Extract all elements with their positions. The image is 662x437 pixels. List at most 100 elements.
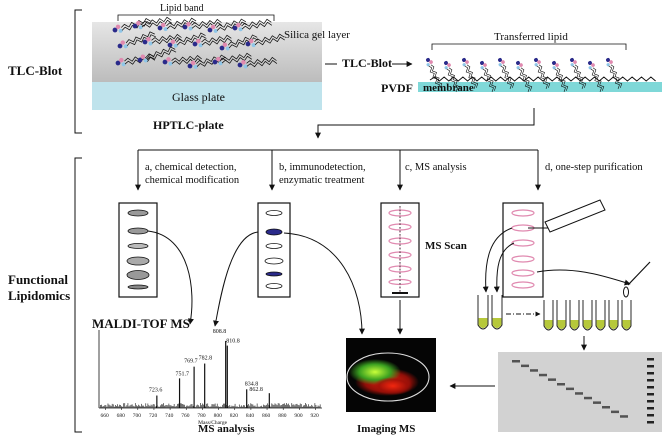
test-tubes-left	[477, 295, 503, 330]
gel-marker-band	[647, 414, 654, 417]
strip-c-ms-scan	[380, 202, 420, 298]
branch-b-label-line2: enzymatic treatment	[279, 175, 364, 186]
lipid-molecule	[498, 58, 515, 89]
x-tick-label: 760	[181, 413, 190, 419]
lipid-molecule	[212, 52, 253, 66]
strip-b-immunodetection	[257, 202, 291, 298]
gel-band	[575, 392, 583, 395]
peak-label: 810.8	[226, 339, 240, 345]
tlc-blot-arrow-label: TLC-Blot	[342, 56, 392, 70]
gel-band	[521, 364, 529, 368]
gel-band	[557, 383, 565, 386]
lipid-molecule	[157, 17, 197, 32]
test-tube	[621, 300, 632, 331]
pipette-icon	[623, 261, 651, 298]
gel-band	[548, 378, 556, 381]
x-tick-label: 780	[197, 413, 206, 419]
test-tube	[595, 300, 606, 331]
lipid-molecule	[588, 61, 605, 92]
x-tick-label: 660	[100, 413, 109, 419]
gel-band	[593, 401, 601, 404]
x-tick-label: 900	[294, 413, 303, 419]
lipid-molecule	[132, 16, 173, 30]
distribution-lines	[135, 108, 541, 191]
hptlc-plate-illustration	[92, 16, 322, 110]
lipid-molecule	[187, 54, 227, 69]
ms-analysis-label: MS analysis	[198, 423, 255, 435]
gel-marker-band	[647, 372, 654, 375]
x-tick-label: 840	[246, 413, 255, 419]
section-label-lipidomics: Lipidomics	[8, 288, 70, 303]
gel-marker-band	[647, 358, 654, 361]
glass-plate	[92, 82, 322, 110]
branch-b-label-line1: b, immunodetection,	[279, 162, 366, 173]
lipid-molecule	[606, 58, 623, 89]
pvdf-membrane	[418, 82, 662, 92]
membrane-label: membrane	[423, 82, 474, 94]
x-tick-label: 920	[311, 413, 320, 419]
x-tick-label: 740	[165, 413, 174, 419]
imaging-ms-image	[346, 338, 436, 412]
strip-d-purification	[502, 202, 544, 298]
test-tube	[582, 300, 593, 331]
lipid-molecule	[167, 32, 207, 48]
x-tick-label: 700	[133, 413, 142, 419]
gel-band	[566, 387, 574, 391]
silica-gel-layer-label: Silica gel layer	[284, 29, 350, 41]
lipid-band-bracket	[117, 14, 275, 21]
x-tick-label: 860	[262, 413, 271, 419]
branch-a-label-line2: chemical modification	[145, 175, 240, 186]
spatula-icon	[528, 199, 606, 233]
gel-marker-band	[647, 365, 654, 368]
lipid-molecule	[516, 61, 533, 92]
lipid-molecule	[207, 18, 247, 33]
imaging-ms-label: Imaging MS	[357, 423, 415, 435]
gel-marker-band	[647, 407, 654, 410]
lipid-molecule	[182, 18, 223, 31]
peak-label: 862.8	[249, 387, 263, 393]
lipid-molecule	[534, 58, 551, 89]
gel-band	[584, 396, 592, 400]
lipid-molecule	[426, 58, 443, 89]
lipid-molecule	[444, 61, 461, 92]
peak-label: 723.6	[149, 388, 163, 394]
hptlc-plate-label: HPTLC-plate	[153, 118, 224, 132]
branch-c-label: c, MS analysis	[405, 162, 467, 173]
lipid-molecule	[462, 58, 479, 89]
gel-band	[602, 406, 610, 409]
x-tick-label: 680	[117, 413, 126, 419]
gel-marker-band	[647, 400, 654, 403]
test-tube	[608, 300, 619, 331]
silica-gel-layer	[92, 22, 322, 82]
lipid-molecule	[237, 56, 278, 69]
transferred-lipid-label: Transferred lipid	[494, 31, 568, 43]
x-tick-label: 800	[214, 413, 223, 419]
peak-label: 769.7	[184, 359, 198, 365]
gel-band	[620, 415, 628, 418]
strip-a-chemical-detection	[118, 202, 158, 298]
gel-band	[530, 369, 538, 372]
test-tubes-row	[543, 300, 632, 331]
purification-gel-image	[498, 352, 662, 432]
gel-band	[512, 360, 520, 363]
test-tube	[543, 300, 554, 331]
arrow-strip-d-to-right	[536, 269, 631, 286]
lipid-molecule	[552, 61, 569, 92]
arrow-strip-d-to-tube1	[482, 227, 513, 293]
arrow-strip-b-to-imaging	[283, 232, 365, 335]
peak-label: 782.8	[199, 356, 213, 362]
transferred-lipid-bracket	[431, 43, 627, 50]
peak-label: 808.8	[213, 329, 227, 335]
peak-label: 834.8	[245, 381, 258, 387]
test-tube	[569, 300, 580, 331]
ms-scan-label: MS Scan	[425, 240, 467, 252]
glass-plate-label: Glass plate	[172, 90, 225, 104]
lipid-band-label: Lipid band	[160, 3, 204, 14]
lipid-molecules	[112, 16, 285, 69]
gel-band	[539, 373, 547, 377]
peak-label: 751.7	[176, 371, 190, 377]
pvdf-label: PVDF	[381, 81, 413, 95]
gel-bands	[512, 358, 654, 424]
